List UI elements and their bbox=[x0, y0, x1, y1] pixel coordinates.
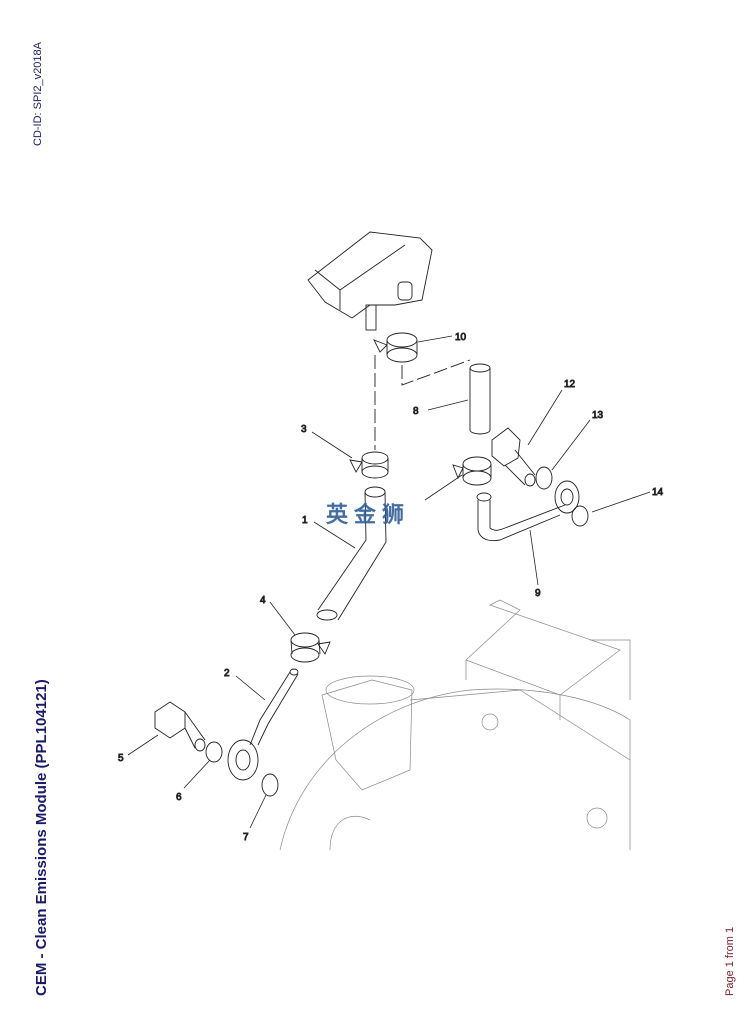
callout-2: 2 bbox=[224, 668, 230, 679]
pipe-9 bbox=[476, 480, 580, 542]
callout-4: 4 bbox=[260, 595, 266, 606]
callout-1: 1 bbox=[302, 515, 308, 526]
callout-5: 5 bbox=[118, 753, 124, 764]
washer-6 bbox=[205, 741, 223, 763]
hose-1 bbox=[316, 486, 387, 621]
callout-14: 14 bbox=[652, 487, 664, 498]
leader-lines bbox=[127, 335, 651, 829]
banjo-bolt-12 bbox=[491, 427, 536, 487]
hose-clip-10 bbox=[373, 332, 418, 363]
callout-10: 10 bbox=[455, 332, 467, 343]
callout-12: 12 bbox=[564, 379, 576, 390]
washer-7 bbox=[261, 773, 279, 797]
callout-9: 9 bbox=[535, 588, 541, 599]
callout-8: 8 bbox=[413, 406, 419, 417]
banjo-bolt-5 bbox=[154, 701, 206, 752]
hose-clip-9 bbox=[452, 456, 492, 486]
callout-labels: 1 2 3 4 5 6 7 8 9 10 12 13 14 bbox=[118, 332, 664, 844]
callout-3: 3 bbox=[301, 424, 307, 435]
engine-housing bbox=[279, 599, 631, 851]
callout-7: 7 bbox=[243, 832, 249, 843]
washer-13 bbox=[535, 466, 553, 490]
callout-13: 13 bbox=[592, 410, 604, 421]
callout-6: 6 bbox=[176, 792, 182, 803]
washer-14 bbox=[571, 505, 589, 527]
pressure-sensor bbox=[307, 231, 433, 331]
pipe-2 bbox=[227, 668, 299, 781]
hose-clip-3 bbox=[349, 451, 389, 479]
hose-8 bbox=[469, 363, 491, 435]
hose-clip-4 bbox=[290, 632, 331, 663]
watermark: 英金狮 bbox=[326, 503, 411, 528]
